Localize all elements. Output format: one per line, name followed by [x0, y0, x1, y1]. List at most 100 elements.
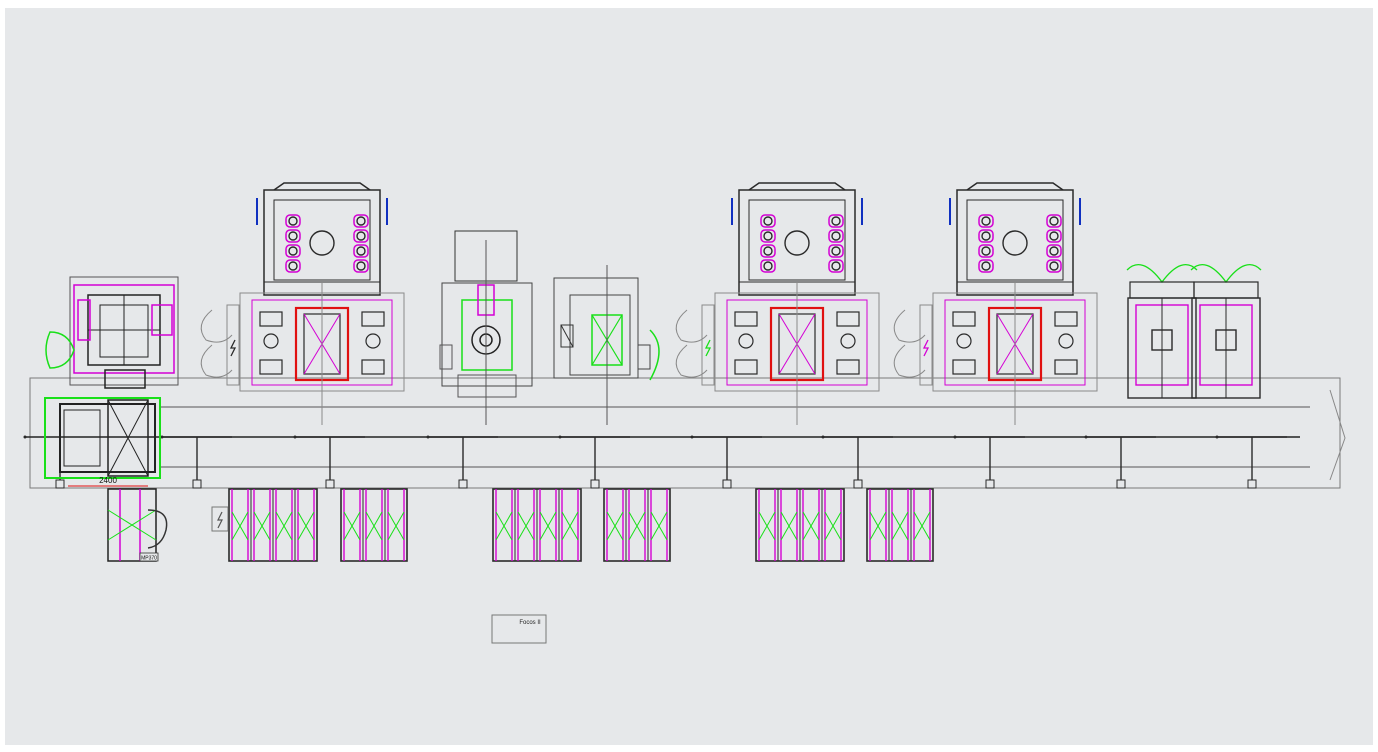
support-node — [293, 435, 297, 439]
support-node — [23, 435, 27, 439]
support-foot — [985, 479, 995, 489]
station-base-wheel — [956, 333, 972, 349]
station-base-box — [836, 311, 860, 327]
cart-green-outline — [44, 397, 161, 479]
station-coil-core — [763, 261, 773, 271]
support-node — [953, 435, 957, 439]
support-foot — [192, 479, 202, 489]
station-coil-core — [356, 261, 366, 271]
station-coil — [828, 214, 844, 228]
station-base-box — [259, 359, 283, 375]
station-coil — [760, 229, 776, 243]
support-node — [1084, 435, 1088, 439]
station-center-drum — [309, 230, 335, 256]
station-coil-core — [356, 216, 366, 226]
station-base-box — [1054, 359, 1078, 375]
station-coil — [1046, 259, 1062, 273]
station-base-box — [361, 359, 385, 375]
station-coil-core — [1049, 231, 1059, 241]
support-foot — [55, 479, 65, 489]
station-coil — [760, 214, 776, 228]
support-foot — [1116, 479, 1126, 489]
hose-line — [147, 509, 168, 549]
transfer-cart[interactable]: 2400 — [44, 397, 161, 487]
coating-station[interactable] — [439, 230, 533, 425]
door-swing — [200, 344, 233, 378]
station-coil — [1046, 244, 1062, 258]
station-base-wheel — [263, 333, 279, 349]
support-9 — [1084, 435, 1156, 489]
station-roof — [748, 182, 846, 191]
station-roof — [966, 182, 1064, 191]
station-roof — [273, 182, 371, 191]
door-swing — [893, 309, 926, 343]
small-rack-unit[interactable]: MP370 — [107, 488, 168, 562]
door-swing — [675, 344, 708, 378]
station-coil-core — [356, 231, 366, 241]
station-coil-core — [1049, 246, 1059, 256]
support-6 — [690, 435, 762, 489]
conveyor-frame — [29, 377, 1341, 489]
support-3 — [293, 435, 365, 489]
station-base-wheel — [365, 333, 381, 349]
electric-box-small — [211, 506, 229, 532]
room-label: Focos II — [519, 620, 541, 626]
lightning-icon — [229, 339, 237, 357]
support-7 — [821, 435, 893, 489]
rack-brace — [365, 511, 383, 541]
rack-group-4[interactable] — [603, 488, 671, 562]
process-station-1[interactable] — [200, 182, 405, 425]
support-10 — [1215, 435, 1287, 489]
support-foot — [590, 479, 600, 489]
station-coil-core — [1049, 216, 1059, 226]
rack-group-5[interactable] — [755, 488, 845, 562]
coating-housing — [441, 282, 533, 387]
rack-group-1[interactable] — [228, 488, 318, 562]
station-coil-core — [763, 246, 773, 256]
station-coil-core — [981, 246, 991, 256]
support-foot — [1247, 479, 1257, 489]
support-node — [160, 435, 164, 439]
station-side-cabinet — [919, 304, 933, 386]
support-node — [1215, 435, 1219, 439]
loading-station[interactable] — [45, 276, 179, 389]
unload-station-2[interactable] — [1190, 264, 1262, 399]
conveyor-end-break — [1329, 389, 1346, 481]
station-coil-core — [763, 231, 773, 241]
rack-brace — [869, 511, 887, 541]
station-coil-core — [288, 246, 298, 256]
station-base-box — [734, 311, 758, 327]
support-foot — [325, 479, 335, 489]
tag-text: MP370 — [141, 556, 157, 562]
station-coil — [978, 229, 994, 243]
rack-brace — [758, 511, 776, 541]
station-coil — [353, 229, 369, 243]
station-coil — [285, 259, 301, 273]
support-node — [558, 435, 562, 439]
process-station-3[interactable] — [893, 182, 1098, 425]
support-4 — [426, 435, 498, 489]
rack-group-2[interactable] — [340, 488, 408, 562]
rack-group-6[interactable] — [866, 488, 934, 562]
station-coil — [285, 244, 301, 258]
rack-brace — [780, 511, 798, 541]
room-label-box[interactable]: Focos II — [491, 614, 547, 644]
spray-booth[interactable] — [553, 265, 660, 425]
station-coil — [978, 214, 994, 228]
station-coil — [828, 259, 844, 273]
rack-brace — [343, 511, 361, 541]
conveyor-supports — [23, 435, 1287, 489]
rack-brace — [891, 511, 909, 541]
station-coil-core — [288, 231, 298, 241]
support-node — [426, 435, 430, 439]
station-coil — [285, 214, 301, 228]
rack-group-3[interactable] — [492, 488, 582, 562]
rack-brace — [561, 511, 579, 541]
rack-brace — [824, 511, 842, 541]
process-station-2[interactable] — [675, 182, 880, 425]
station-base-box — [952, 311, 976, 327]
loader-green-swing — [45, 331, 75, 369]
support-2 — [160, 435, 232, 489]
